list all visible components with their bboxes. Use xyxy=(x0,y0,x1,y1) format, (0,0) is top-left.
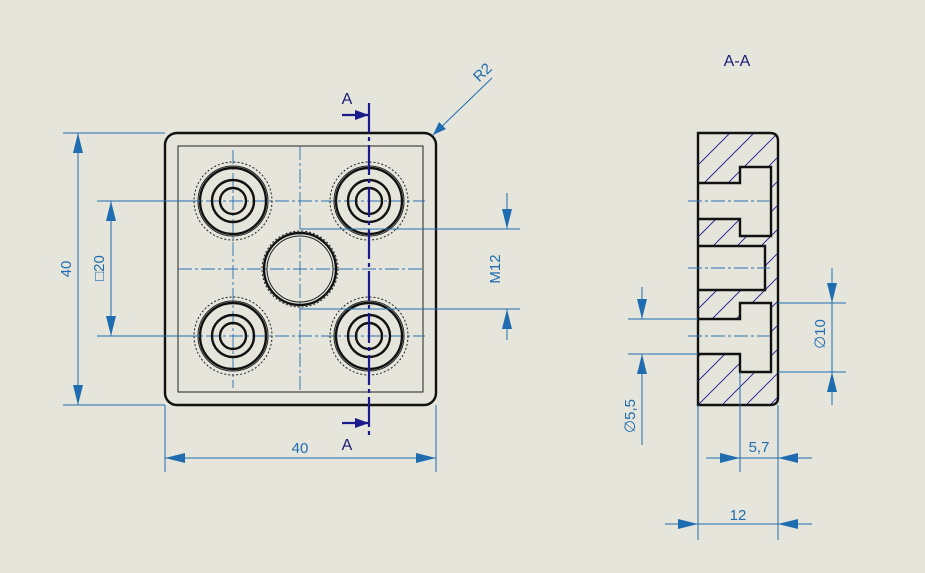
center-threaded-hole xyxy=(261,230,339,308)
width-label: 40 xyxy=(292,440,309,457)
radius-label: R2 xyxy=(470,60,496,86)
cut-label-bottom: A xyxy=(342,437,353,454)
thickness-dimension: 12 xyxy=(665,405,812,540)
counterbore-depth-dimension: 5,7 xyxy=(706,372,812,540)
thread-dimension: M12 xyxy=(300,193,520,340)
cut-label-top: A xyxy=(342,91,353,108)
height-label: 40 xyxy=(58,261,75,278)
counterbore-depth-label: 5,7 xyxy=(749,439,770,456)
large-hole-dimension: ∅10 xyxy=(778,268,846,405)
cut-line-a-a: A A xyxy=(342,91,371,454)
counterbore-hole-bottom-left xyxy=(193,296,273,376)
radius-dimension: R2 xyxy=(432,60,496,136)
plate-outline xyxy=(163,131,438,407)
section-view xyxy=(688,131,780,407)
square-dimension: □20 xyxy=(91,200,200,337)
height-dimension: 40 xyxy=(58,132,165,406)
front-view xyxy=(160,131,438,407)
thickness-label: 12 xyxy=(730,507,747,524)
small-hole-dimension: ∅5,5 xyxy=(622,287,698,445)
thread-label: M12 xyxy=(487,254,504,283)
width-dimension: 40 xyxy=(164,405,437,472)
square-label: □20 xyxy=(91,255,108,281)
small-hole-label: ∅5,5 xyxy=(622,399,639,433)
section-title: A-A xyxy=(724,53,751,70)
large-hole-label: ∅10 xyxy=(812,319,829,349)
